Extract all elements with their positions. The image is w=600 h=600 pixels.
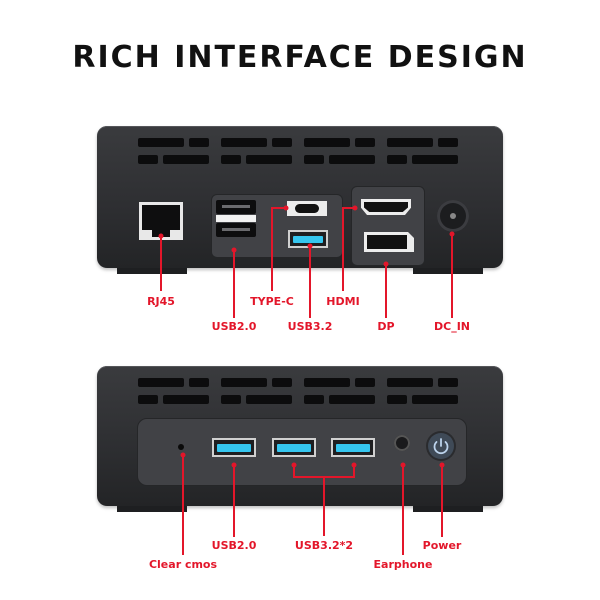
dc-power-jack-icon [437,200,469,232]
rj45-port [139,202,183,240]
usb-a-port-icon [216,200,256,214]
label-clear-cmos: Clear cmos [148,558,218,571]
ethernet-port-icon [142,205,180,230]
displayport-icon [364,232,414,252]
label-hdmi: HDMI [326,295,360,308]
usb-a-port-icon [216,223,256,237]
front-panel-device [97,366,503,512]
audio-jack-icon [394,435,410,451]
power-button-icon[interactable] [428,433,454,459]
hdmi-port-icon [361,199,411,215]
label-usb32x2: USB3.2*2 [294,539,354,552]
page-title: RICH INTERFACE DESIGN [72,40,528,75]
usb3-port-icon [212,438,256,457]
label-usb32: USB3.2 [287,320,333,333]
usb3-port-icon [272,438,316,457]
label-rear-usb2: USB2.0 [211,320,257,333]
rear-panel-device [97,126,503,274]
label-rj45: RJ45 [147,295,175,308]
label-front-usb2: USB2.0 [211,539,257,552]
cmos-pinhole-icon [178,444,184,450]
usb3-port-icon [331,438,375,457]
label-dc-in: DC_IN [433,320,471,333]
label-dp: DP [377,320,395,333]
label-earphone: Earphone [373,558,433,571]
label-type-c: TYPE-C [250,295,294,308]
label-power: Power [422,539,462,552]
usb-c-port-icon [287,201,327,216]
